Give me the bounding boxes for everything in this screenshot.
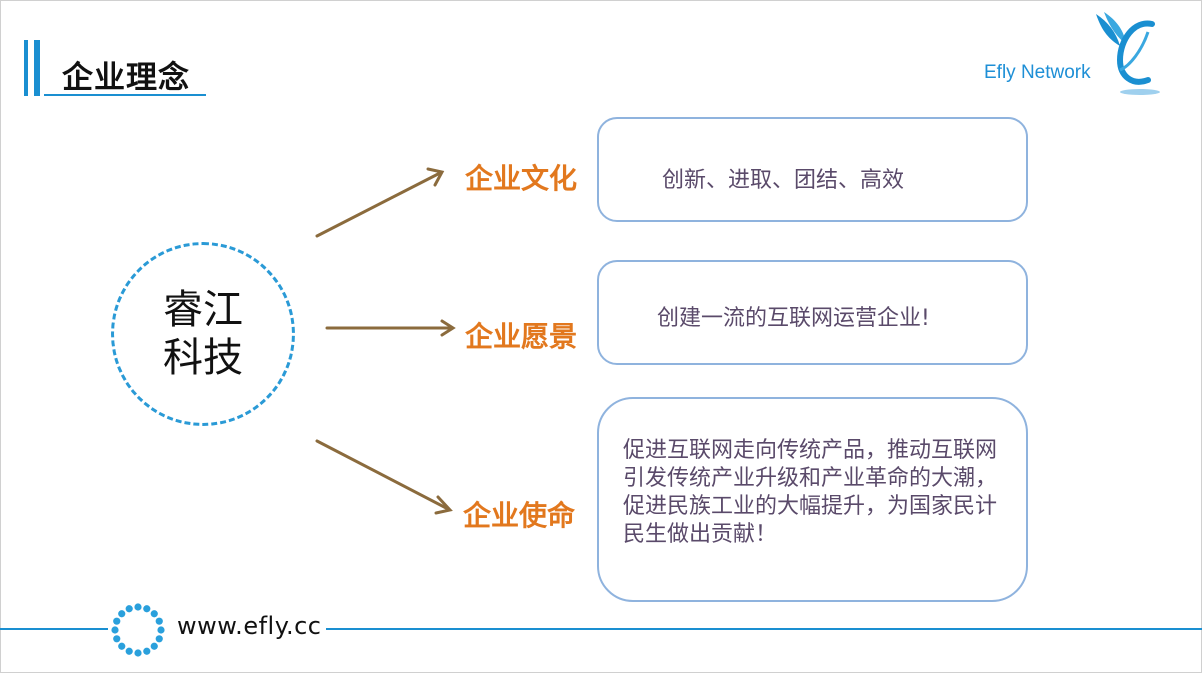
- vision-box: 创建一流的互联网运营企业!: [597, 260, 1028, 365]
- company-name-line2: 科技: [163, 335, 243, 381]
- dot-ring-icon: [111, 603, 165, 657]
- culture-text: 创新、进取、团结、高效: [662, 168, 905, 193]
- arrow-culture: [315, 171, 442, 238]
- brand-name: Efly Network: [984, 62, 1091, 83]
- mission-text: 促进互联网走向传统产品，推动互联网引发传统产业升级和产业革命的大潮，促进民族工业…: [623, 438, 998, 547]
- efly-logo-icon: [1096, 12, 1160, 95]
- footer-line-left: [0, 628, 108, 630]
- footer-line-right: [326, 628, 1202, 630]
- page-title: 企业理念: [62, 60, 190, 96]
- mission-box: 促进互联网走向传统产品，推动互联网引发传统产业升级和产业革命的大潮，促进民族工业…: [597, 397, 1028, 602]
- arrow-mission: [315, 439, 450, 511]
- vision-text: 创建一流的互联网运营企业!: [657, 306, 930, 331]
- label-mission: 企业使命: [463, 499, 576, 532]
- company-name-line1: 睿江: [163, 287, 243, 333]
- label-culture: 企业文化: [465, 162, 578, 195]
- website-url: www.efly.cc: [177, 612, 322, 640]
- culture-box: 创新、进取、团结、高效: [597, 117, 1028, 222]
- title-underline: [44, 94, 206, 96]
- label-vision: 企业愿景: [465, 320, 578, 353]
- company-circle: 睿江 科技: [111, 242, 295, 426]
